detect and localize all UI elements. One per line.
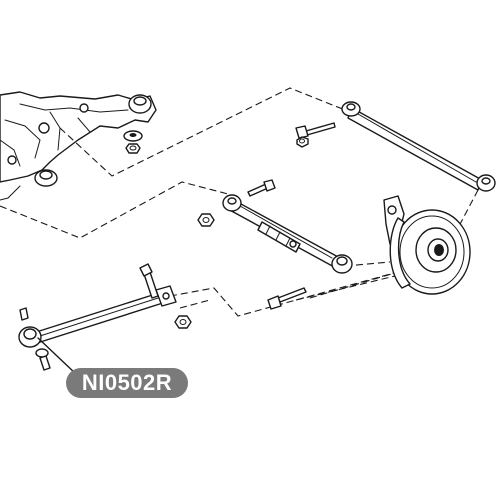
lower-link-nut <box>174 315 192 329</box>
upper-link-bolt <box>295 122 336 148</box>
rear-subframe <box>0 91 157 201</box>
part-number-label: NI0502R <box>66 368 188 398</box>
assembly-lines <box>0 87 479 317</box>
middle-link-bolt <box>247 179 276 197</box>
subframe-nut <box>123 130 143 154</box>
label-leader-line <box>37 337 77 375</box>
lower-link-bolt <box>139 263 159 299</box>
knuckle-bolt <box>267 287 307 310</box>
part-number-text: NI0502R <box>81 370 173 395</box>
upper-lateral-link <box>341 101 496 192</box>
bushing-bolt <box>19 307 51 371</box>
adjustable-link <box>222 194 353 274</box>
middle-link-nut <box>197 213 215 227</box>
lower-lateral-link <box>18 285 177 348</box>
rear-knuckle-hub <box>383 195 471 295</box>
